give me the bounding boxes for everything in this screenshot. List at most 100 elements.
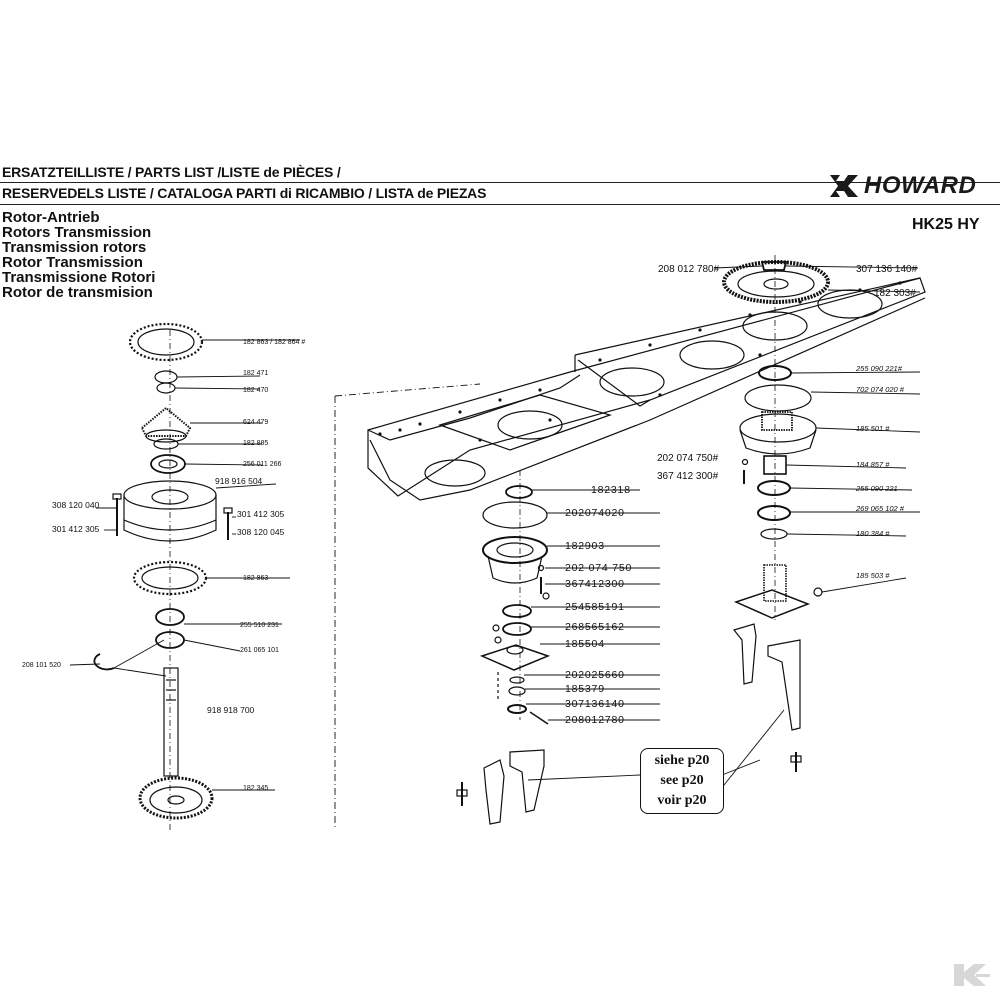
leader xyxy=(810,391,921,395)
howard-logo-icon xyxy=(830,175,858,197)
leader xyxy=(184,463,263,466)
part-label: 182 863 / 182 864 # xyxy=(243,339,305,346)
bolt-hole xyxy=(658,393,662,397)
part-label: 256 011 266 xyxy=(243,461,282,468)
rotor-hub-bore xyxy=(506,645,524,655)
leader xyxy=(527,774,641,781)
rotor-opening-3 xyxy=(599,367,665,397)
see-box-de: siehe p20 xyxy=(654,753,710,768)
gear-182303-bore xyxy=(763,278,789,290)
bolt-hole xyxy=(698,328,702,332)
blade-right xyxy=(509,749,545,813)
pin-208012780 xyxy=(529,711,549,725)
part-label: 185 501 # xyxy=(856,424,890,433)
part-label: 182 470 xyxy=(243,387,268,394)
leader xyxy=(113,667,167,677)
part-label: 182318 xyxy=(591,484,631,496)
left-assembly xyxy=(93,322,233,830)
part-label: 208 012 780# xyxy=(658,264,720,275)
bolt-hole xyxy=(548,418,552,422)
right-part-labels-lower: 184 857 # 255 090 221 269 065 102 # 180 … xyxy=(855,460,905,580)
part-label: 208012780 xyxy=(565,714,625,726)
part-label: 367 412 300# xyxy=(657,471,719,482)
part-label: 182903 xyxy=(565,540,605,552)
leader xyxy=(713,265,763,269)
part-label: 208 101 520 xyxy=(22,662,61,669)
part-label: 182 863 xyxy=(243,575,268,582)
part-label: 255 510 231 xyxy=(240,622,279,629)
right-part-labels: 208 012 780# 307 136 140# 182 303# xyxy=(658,264,918,299)
washer-202074750-right xyxy=(741,458,749,466)
part-label: 308 120 045 xyxy=(237,527,285,537)
bevel-gear xyxy=(140,406,192,437)
part-label: 180 384 # xyxy=(856,529,890,538)
bolt-hole xyxy=(648,343,652,347)
right-leaders xyxy=(713,265,921,791)
right-part-labels-small: 255 090 221# 702 074 020 # 185 501 # xyxy=(855,364,905,433)
part-label: 918 918 700 xyxy=(207,705,255,715)
housing-185501-spline xyxy=(761,411,793,431)
leader xyxy=(721,759,761,776)
bevel-gear-base xyxy=(145,429,187,443)
leader xyxy=(174,387,261,390)
part-label: 182 885 xyxy=(243,440,268,447)
bolt-hole xyxy=(538,388,542,392)
see-page-20-box: siehe p20 see p20 voir p20 xyxy=(640,748,724,814)
see-box-fr: voir p20 xyxy=(657,793,707,808)
housing-182903-body xyxy=(487,555,543,584)
part-label: 182 345 xyxy=(243,785,268,792)
seal-268565162 xyxy=(502,622,532,636)
oring-202074020 xyxy=(482,501,548,529)
spur-gear-bore xyxy=(167,795,185,805)
cutter-bar-joint xyxy=(577,359,651,407)
rotor-opening-6 xyxy=(817,289,883,319)
left-part-labels-shaft: 918 918 700 xyxy=(207,705,255,715)
spur-gear xyxy=(138,776,214,820)
left-part-labels: 182 863 / 182 864 # 182 471 182 470 624 … xyxy=(243,339,305,468)
seal-269065102 xyxy=(757,505,791,521)
gasket-top-inner xyxy=(137,328,195,356)
part-label: 255 090 221 xyxy=(855,484,898,493)
panel-divider-top xyxy=(334,383,481,397)
leader xyxy=(789,487,913,491)
part-label: 269 065 102 # xyxy=(855,504,905,513)
part-label: 185 503 # xyxy=(856,571,890,580)
part-label: 202 074 750# xyxy=(657,453,719,464)
part-label: 268565162 xyxy=(565,621,625,633)
hub-185503-shaft xyxy=(763,564,787,602)
part-label: 182 303# xyxy=(874,288,916,299)
housing-185501 xyxy=(739,413,817,443)
bolt-hole xyxy=(478,438,482,442)
bolt-hole xyxy=(898,281,902,285)
bolt-hole xyxy=(458,410,462,414)
oring-702074020 xyxy=(744,384,812,412)
leader xyxy=(785,464,907,469)
section-title-it: Transmissione Rotori xyxy=(2,269,156,286)
bolt-hole xyxy=(378,432,382,436)
rotor-opening-1 xyxy=(424,459,486,487)
housing-185501-body xyxy=(739,429,817,455)
part-label: 185379 xyxy=(565,683,605,695)
part-label: 182 471 xyxy=(243,370,268,377)
header-divider xyxy=(0,182,1000,183)
middle-assembly xyxy=(479,470,551,725)
rotor-opening-4 xyxy=(679,340,745,370)
blade-left xyxy=(483,759,505,825)
leader xyxy=(69,663,101,666)
ring-185379 xyxy=(508,686,526,696)
part-label: 184 857 # xyxy=(856,460,890,469)
left-leaders xyxy=(69,339,300,791)
gear-182303 xyxy=(722,260,830,304)
ring-180384 xyxy=(760,528,788,540)
rotor-opening-2 xyxy=(497,410,563,440)
blade-right-2 xyxy=(767,639,801,731)
bolt-hole xyxy=(498,398,502,402)
part-label: 202 074 750 xyxy=(565,562,632,574)
part-label: 202074020 xyxy=(565,507,625,519)
washer-182470 xyxy=(156,382,176,394)
middle-leaders xyxy=(524,489,660,781)
section-title-de: Rotor-Antrieb xyxy=(2,209,100,226)
leader xyxy=(815,427,921,433)
bearing-254585191 xyxy=(502,604,532,618)
